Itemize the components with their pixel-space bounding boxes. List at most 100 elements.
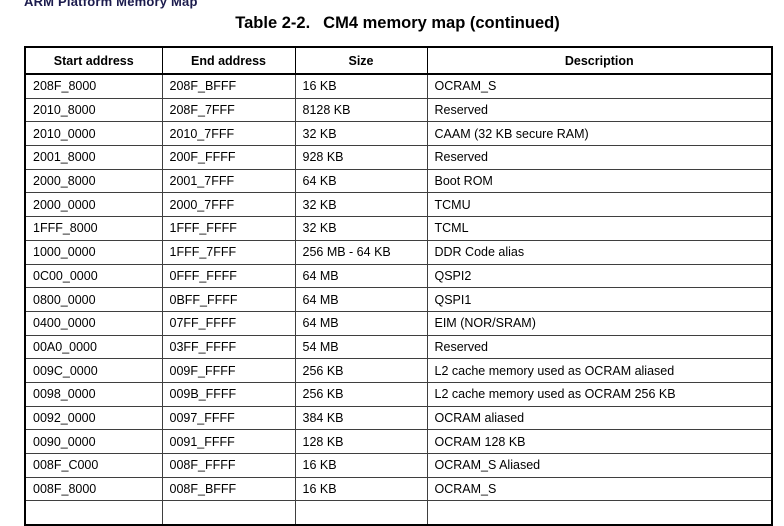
table-cell: 8128 KB <box>294 97 428 123</box>
table-cell: 208F_BFFF <box>161 73 296 99</box>
table-cell: 0090_0000 <box>24 429 163 454</box>
table-cell: 208F_8000 <box>24 73 163 99</box>
document-page: { "page": { "running_header": "ARM Platf… <box>24 0 773 526</box>
table-cell: 200F_FFFF <box>161 145 296 170</box>
table-cell: Reserved <box>426 334 773 360</box>
table-cell: 03FF_FFFF <box>161 334 296 360</box>
table-cell: TCMU <box>426 192 773 218</box>
table-cell: OCRAM_S <box>426 73 773 99</box>
table-cell: 008F_8000 <box>24 476 163 502</box>
table-cell: QSPI1 <box>426 287 773 312</box>
column-header: Size <box>294 46 428 75</box>
table-cell: 16 KB <box>294 73 428 99</box>
table-cell: 32 KB <box>294 192 428 218</box>
table-cell: Reserved <box>426 97 773 123</box>
table-caption-title: CM4 memory map (continued) <box>323 14 560 32</box>
table-cell <box>24 500 163 526</box>
column-header: End address <box>161 46 296 75</box>
table-cell: 0C00_0000 <box>24 263 163 289</box>
table-cell: 0097_FFFF <box>161 405 296 431</box>
table-cell: 2001_8000 <box>24 145 163 170</box>
table-cell: 0092_0000 <box>24 405 163 431</box>
table-cell: OCRAM_S <box>426 476 773 502</box>
table-cell: DDR Code alias <box>426 239 773 265</box>
table-cell: QSPI2 <box>426 263 773 289</box>
table-cell: L2 cache memory used as OCRAM 256 KB <box>426 381 773 407</box>
table-cell: 0BFF_FFFF <box>161 287 296 312</box>
table-cell: CAAM (32 KB secure RAM) <box>426 121 773 147</box>
table-cell: 1FFF_FFFF <box>161 216 296 241</box>
table-cell: 208F_7FFF <box>161 97 296 123</box>
column-header: Start address <box>24 46 163 75</box>
table-cell: 16 KB <box>294 453 428 478</box>
table-cell: 008F_BFFF <box>161 476 296 502</box>
table-cell: 0800_0000 <box>24 287 163 312</box>
table-cell: Boot ROM <box>426 168 773 194</box>
table-cell <box>426 500 773 526</box>
table-cell: 54 MB <box>294 334 428 360</box>
table-cell: 2010_0000 <box>24 121 163 147</box>
table-cell <box>161 500 296 526</box>
table-cell: 2000_7FFF <box>161 192 296 218</box>
table-cell: 16 KB <box>294 476 428 502</box>
table-cell: 256 KB <box>294 381 428 407</box>
table-cell: 928 KB <box>294 145 428 170</box>
table-cell: 384 KB <box>294 405 428 431</box>
table-cell: OCRAM 128 KB <box>426 429 773 454</box>
table-cell: EIM (NOR/SRAM) <box>426 310 773 336</box>
table-cell: OCRAM aliased <box>426 405 773 431</box>
table-cell: 0091_FFFF <box>161 429 296 454</box>
table-caption: Table 2-2. CM4 memory map (continued) <box>24 14 771 33</box>
table-cell: 2010_7FFF <box>161 121 296 147</box>
table-cell: Reserved <box>426 145 773 170</box>
table-cell: 2000_0000 <box>24 192 163 218</box>
table-cell: 64 MB <box>294 263 428 289</box>
column-header: Description <box>426 46 773 75</box>
table-cell: 2010_8000 <box>24 97 163 123</box>
table-cell: OCRAM_S Aliased <box>426 453 773 478</box>
table-cell: L2 cache memory used as OCRAM aliased <box>426 358 773 383</box>
table-cell: 008F_C000 <box>24 453 163 478</box>
table-cell: 0400_0000 <box>24 310 163 336</box>
table-cell: 64 MB <box>294 310 428 336</box>
table-cell: 256 KB <box>294 358 428 383</box>
table-cell: 00A0_0000 <box>24 334 163 360</box>
table-cell: 008F_FFFF <box>161 453 296 478</box>
table-cell: 128 KB <box>294 429 428 454</box>
table-cell: 1000_0000 <box>24 239 163 265</box>
table-cell: 2001_7FFF <box>161 168 296 194</box>
table-cell: 0FFF_FFFF <box>161 263 296 289</box>
table-cell: 32 KB <box>294 216 428 241</box>
table-cell: 2000_8000 <box>24 168 163 194</box>
table-cell: 1FFF_7FFF <box>161 239 296 265</box>
table-cell: 1FFF_8000 <box>24 216 163 241</box>
table-cell: TCML <box>426 216 773 241</box>
table-cell: 009C_0000 <box>24 358 163 383</box>
running-header: ARM Platform Memory Map <box>24 0 198 9</box>
table-cell: 0098_0000 <box>24 381 163 407</box>
table-cell <box>294 500 428 526</box>
table-cell: 64 KB <box>294 168 428 194</box>
table-cell: 07FF_FFFF <box>161 310 296 336</box>
table-cell: 256 MB - 64 KB <box>294 239 428 265</box>
table-cell: 64 MB <box>294 287 428 312</box>
table-caption-label: Table 2-2. <box>235 14 311 32</box>
